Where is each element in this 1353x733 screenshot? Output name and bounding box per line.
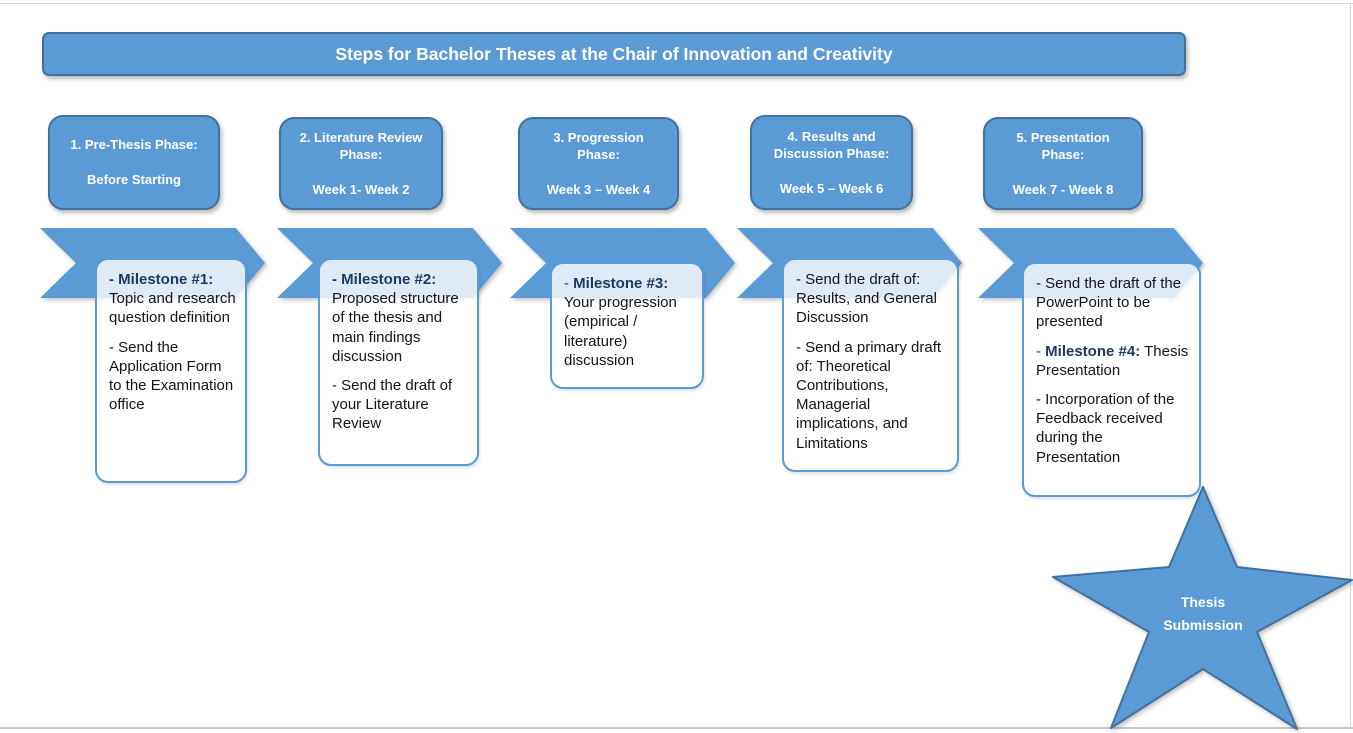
milestone-box-2: - Milestone #2: Proposed structure of th… [318, 258, 479, 466]
phase-subtitle: Week 3 – Week 4 [546, 181, 651, 197]
milestone-box-5: - Send the draft of the PowerPoint to be… [1022, 262, 1201, 497]
phase-box-4: 4. Results and Discussion Phase: Week 5 … [750, 115, 913, 210]
thesis-submission-star [1052, 486, 1353, 730]
milestone-label: Milestone #4: [1045, 342, 1141, 360]
milestone-paragraph: - Milestone #4: Thesis Presentation [1036, 342, 1189, 379]
milestone-box-4: - Send the draft of: Results, and Genera… [782, 258, 959, 472]
thesis-submission-line1: Thesis [1180, 594, 1226, 610]
milestone-label: - Milestone #2: [332, 271, 437, 288]
phase-box-2: 2. Literature Review Phase: Week 1- Week… [279, 117, 443, 210]
page-border-right [1350, 3, 1351, 728]
milestone-paragraph: - Milestone #2: Proposed structure of th… [332, 271, 459, 365]
page-border-bottom [0, 727, 1353, 729]
milestone-paragraph: - Incorporation of the Feedback received… [1036, 390, 1175, 466]
phase-subtitle: Before Starting [87, 172, 181, 187]
diagram-title: Steps for Bachelor Theses at the Chair o… [335, 43, 893, 64]
thesis-submission-line2: Submission [1163, 617, 1243, 633]
phase-subtitle: Week 1- Week 2 [312, 181, 410, 197]
milestone-paragraph: - Milestone #3: Your progression (empiri… [564, 275, 677, 369]
phase-box-1: 1. Pre-Thesis Phase: Before Starting [48, 115, 220, 210]
milestone-paragraph: - Send the draft of: Results, and Genera… [796, 271, 937, 327]
phase-box-5: 5. Presentation Phase: Week 7 - Week 8 [983, 117, 1143, 210]
phase-title: 3. Progression Phase: [553, 129, 644, 163]
milestone-box-3: - Milestone #3: Your progression (empiri… [550, 262, 704, 389]
diagram-title-banner: Steps for Bachelor Theses at the Chair o… [42, 32, 1186, 76]
milestone-label: - Milestone #1: [109, 271, 214, 288]
phase-subtitle: Week 5 – Week 6 [779, 180, 884, 196]
phase-box-3: 3. Progression Phase: Week 3 – Week 4 [518, 117, 679, 210]
milestone-paragraph: - Send the Application Form to the Exami… [109, 338, 234, 414]
phase-title: 2. Literature Review Phase: [299, 129, 423, 163]
phase-subtitle: Week 7 - Week 8 [1012, 181, 1114, 197]
thesis-submission-label: Thesis Submission [1141, 591, 1265, 637]
milestone-box-1: - Milestone #1: Topic and research quest… [95, 258, 247, 483]
milestone-paragraph: - Send the draft of your Literature Revi… [332, 376, 453, 433]
milestone-paragraph: - Milestone #1: Topic and research quest… [109, 271, 236, 327]
milestone-paragraph: - Send the draft of the PowerPoint to be… [1036, 275, 1182, 331]
milestone-paragraph: - Send a primary draft of: Theoretical C… [796, 338, 942, 452]
page-border-top [0, 3, 1353, 4]
phase-title: 5. Presentation Phase: [1016, 129, 1110, 163]
phase-title: 4. Results and Discussion Phase: [773, 128, 890, 162]
milestone-label: Milestone #3: [573, 275, 669, 292]
phase-title: 1. Pre-Thesis Phase: [70, 137, 198, 153]
